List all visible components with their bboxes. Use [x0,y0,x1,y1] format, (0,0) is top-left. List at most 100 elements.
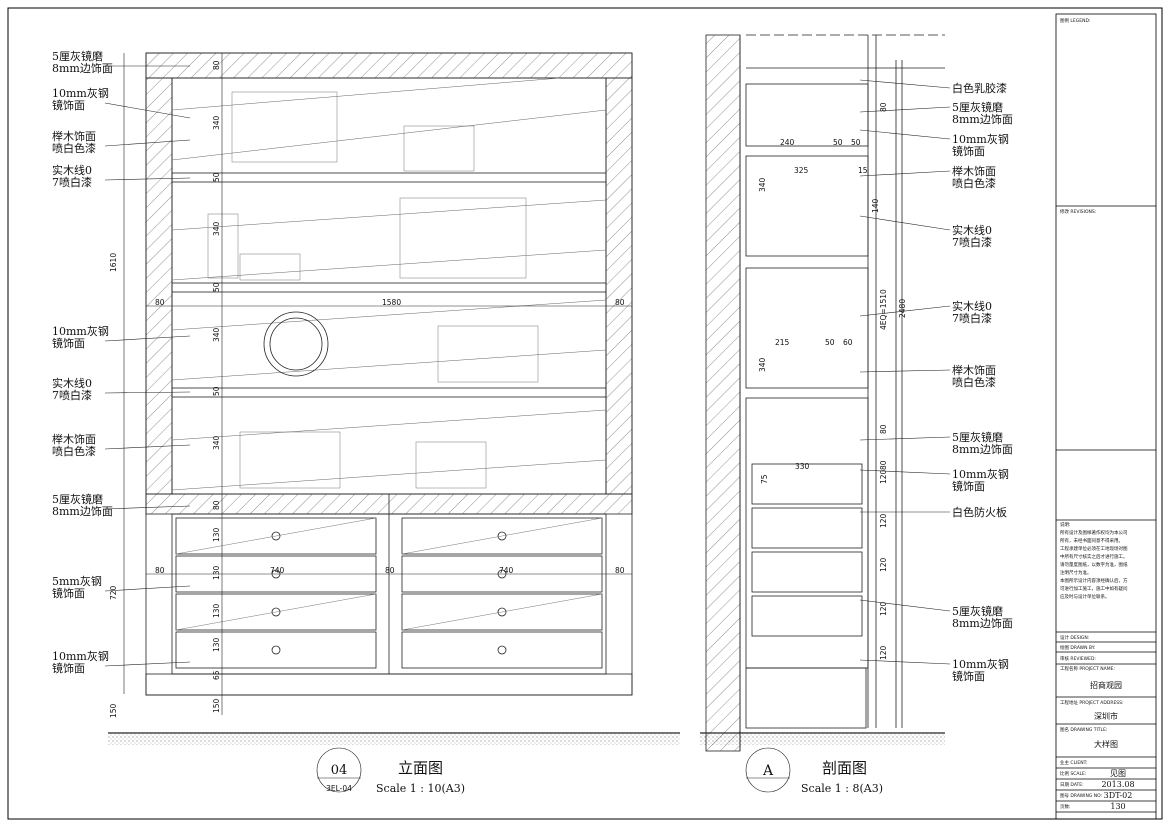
titleblock-page-label: 页数: [1060,803,1071,810]
elevation-label: 5厘灰镜磨 [52,49,103,63]
section-label: 榉木饰面 [952,164,996,178]
titleblock-drawing-title: 大样图 [1094,739,1118,749]
section-drawers [751,463,863,637]
section-dim-340: 340 [758,177,767,192]
section-leader [859,599,951,612]
section-dim-330: 330 [795,462,810,471]
section-dim-120: 120 [879,557,888,572]
elevation-leader [104,444,191,450]
section-caption-circle [745,747,791,793]
titleblock-project-label: 工程名称 PROJECT NAME: [1060,665,1115,672]
titleblock-notes-title: 说明: [1060,521,1071,528]
section-dim-60: 60 [843,338,853,347]
titleblock-page: 130 [1110,802,1125,811]
section-label: 10mm灰钢 [952,132,1009,146]
section-plinth [745,667,867,729]
elevation-label: 10mm灰钢 [52,649,109,663]
section-dim-4eq: 4EQ=1510 [879,289,888,330]
elevation-dim-top: 80 [212,60,221,70]
section-dim-120: 120 [879,513,888,528]
kick-panel [145,673,633,696]
elevation-leader [104,335,191,342]
drawer-knobs [271,531,507,655]
shelf-2 [171,282,607,293]
elevation-label: 10mm灰钢 [52,86,109,100]
elevation-dim-total: 1610 [109,253,118,272]
section-dim-15: 15 [858,166,868,175]
elevation-label: 7喷白漆 [52,175,92,189]
titleblock-note-line: 注明尺寸为准。 [1060,569,1092,576]
elevation-dim-shelf: 340 [212,435,221,450]
section-caption-title: 剖面图 [822,759,867,777]
elevation-dim-shelf-thk: 50 [212,282,221,292]
elevation-caption-title: 立面图 [398,759,443,777]
left-side-panel [145,77,173,495]
section-label: 7喷白漆 [952,235,992,249]
elevation-dim-drawer: 130 [212,603,221,618]
elevation-leader [104,139,191,147]
section-leader [859,469,951,475]
elevation-dim-65: 65 [212,670,221,680]
titleblock-note-line: 可进行加工施工，施工中如有疑问 [1060,585,1128,592]
section-leader [859,305,951,317]
titleblock-drawing-title-label: 图名 DRAWING TITLE: [1060,726,1107,733]
titleblock-note-line: 工程承建单位必须在工地现场对图 [1060,545,1128,552]
elevation-leader [104,391,191,394]
elevation-dim-side: 80 [155,298,165,307]
section-label: 镜饰面 [952,669,985,683]
elevation-label: 5mm灰钢 [52,574,102,588]
titleblock-note-line: 所有，未经书面同意不得采用。 [1060,537,1123,544]
section-caption-scale: Scale 1 : 8(A3) [801,782,883,795]
elevation-dim-base: 720 [109,585,118,600]
elevation-label: 镜饰面 [52,98,85,112]
section-leader [859,369,951,373]
titleblock-project: 招商观园 [1090,680,1122,690]
section-label: 5厘灰镜磨 [952,604,1003,618]
elevation-leader [104,102,191,119]
titleblock-client: 业主 CLIENT: [1060,759,1087,766]
section-leader [859,659,951,665]
elevation-view [108,52,680,745]
elevation-caption-scale: Scale 1 : 10(A3) [376,782,465,795]
elevation-dim-side: 80 [615,566,625,575]
titleblock-scale: 见图 [1110,769,1126,778]
section-leader [859,106,951,113]
section-leader [859,215,951,231]
elevation-label: 镜饰面 [52,336,85,350]
elevation-label: 10mm灰钢 [52,324,109,338]
section-label: 10mm灰钢 [952,657,1009,671]
elevation-label: 7喷白漆 [52,388,92,402]
section-leader [859,79,951,89]
section-label: 白色乳胶漆 [952,81,1007,95]
elevation-dim-shelf-thk: 50 [212,172,221,182]
section-dim-50: 50 [851,138,861,147]
section-drawer-module [745,397,869,669]
section-label: 5厘灰镜磨 [952,430,1003,444]
titleblock-date: 2013.08 [1101,780,1134,789]
section-dim-80: 80 [879,460,888,470]
elevation-dim-drawer-w: 740 [499,566,514,575]
elevation-label: 镜饰面 [52,661,85,675]
right-side-panel [605,77,633,495]
elevation-dim-drawer: 130 [212,637,221,652]
floor-hatch [108,733,680,745]
elevation-dim-side: 80 [155,566,165,575]
section-dim-2480: 2480 [898,299,907,318]
section-dim-50: 50 [833,138,843,147]
elevation-dim-side: 80 [615,298,625,307]
section-dim-120: 120 [879,601,888,616]
elevation-dim-shelf: 340 [212,327,221,342]
elevation-dim-width-text: 1580 [382,298,401,307]
elevation-label: 喷白色漆 [52,141,96,155]
section-label: 喷白色漆 [952,375,996,389]
shelf-back-panel [171,77,607,495]
titleblock-address: 深圳市 [1094,711,1118,721]
section-label: 8mm边饰面 [952,616,1013,630]
titleblock-legend: 图例 LEGEND: [1060,17,1090,24]
section-label: 镜饰面 [952,144,985,158]
elevation-label: 镜饰面 [52,586,85,600]
elevation-dim-plinth: 150 [109,703,118,718]
elevation-leader [104,585,191,592]
section-leader [859,436,951,441]
